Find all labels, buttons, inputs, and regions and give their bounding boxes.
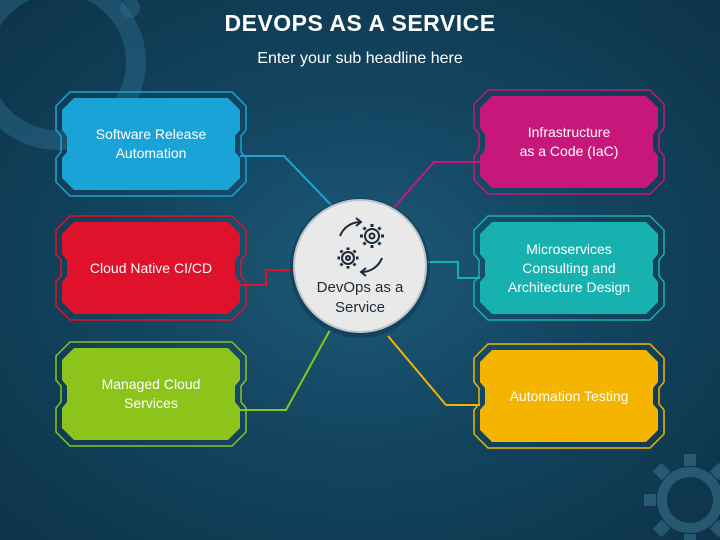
connector-managed-cloud <box>240 329 331 411</box>
node-label-automation-testing: Automation Testing <box>509 387 629 404</box>
node-box-managed-cloud <box>62 348 240 440</box>
node-box-automation-testing <box>480 350 658 442</box>
connector-infrastructure <box>391 161 480 211</box>
node-frame-managed-cloud <box>55 341 247 447</box>
center-hub <box>290 198 430 338</box>
node-frame-cloud-native <box>55 215 247 321</box>
connector-cloud-native <box>240 269 294 286</box>
node-label-software-release: Software Release Automation <box>95 126 207 161</box>
connector-automation-testing <box>387 335 480 406</box>
node-box-software-release <box>62 98 240 190</box>
connector-software-release <box>240 155 335 209</box>
center-label: DevOps as a Service <box>316 279 404 316</box>
node-box-microservices <box>480 222 658 314</box>
node-frame-infrastructure <box>473 89 665 195</box>
node-box-infrastructure <box>480 96 658 188</box>
page-subtitle: Enter your sub headline here <box>257 50 463 67</box>
node-label-infrastructure: Infrastructure as a Code (IaC) <box>519 124 619 159</box>
connector-microservices <box>426 261 480 279</box>
page-title: DEVOPS AS A SERVICE <box>224 10 496 36</box>
node-label-cloud-native: Cloud Native CI/CD <box>89 259 213 276</box>
node-frame-microservices <box>473 215 665 321</box>
node-frame-software-release <box>55 91 247 197</box>
node-box-cloud-native <box>62 222 240 314</box>
node-label-microservices: Microservices Consulting and Architectur… <box>507 240 631 295</box>
node-label-managed-cloud: Managed Cloud Services <box>101 376 201 411</box>
node-shapes <box>55 89 665 449</box>
gears-cycle-icon <box>337 217 384 277</box>
node-frame-automation-testing <box>473 343 665 449</box>
connectors <box>240 155 480 411</box>
